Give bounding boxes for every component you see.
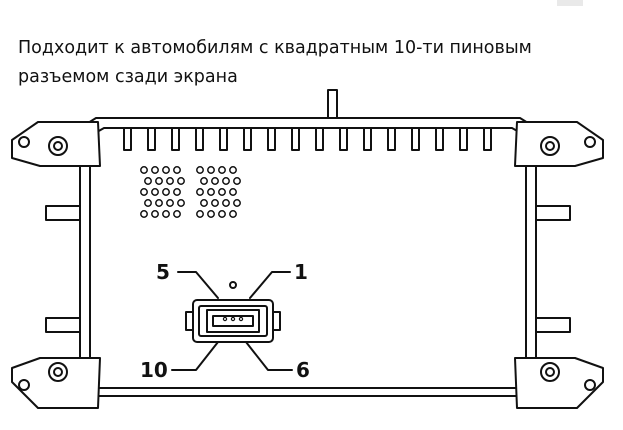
vent-hole [222,199,230,207]
vent-hole [151,210,159,218]
vent-hole [173,188,181,196]
vent-hole [218,166,226,174]
pin-label-1: 1 [294,260,308,284]
bracket-bottom-left [11,357,101,409]
vent-hole [200,177,208,185]
vent-hole [200,199,208,207]
cooling-fin [483,127,492,151]
vent-hole [218,210,226,218]
vent-hole [207,188,215,196]
vent-hole [166,199,174,207]
vent-hole [140,210,148,218]
housing-outline [79,117,537,397]
vent-hole [155,177,163,185]
vent-hole [211,177,219,185]
cooling-fin [339,127,348,151]
side-tab-right-lower [535,317,571,333]
vent-hole [144,199,152,207]
vent-hole [177,199,185,207]
cooling-fin [411,127,420,151]
pin-label-6: 6 [296,358,310,382]
vent-hole [196,210,204,218]
vent-hole [173,210,181,218]
vent-hole [151,166,159,174]
cooling-fin [171,127,180,151]
vent-hole [196,188,204,196]
connector-pin-dots [222,316,244,322]
vent-hole [222,177,230,185]
cooling-fin [363,127,372,151]
cooling-fin [435,127,444,151]
leader-line-1 [249,271,291,299]
cooling-fin [291,127,300,151]
vent-hole [173,166,181,174]
vent-hole [155,199,163,207]
caption-line-1: Подходит к автомобилям с квадратным 10-т… [18,38,532,58]
vent-hole [162,210,170,218]
vent-hole [162,188,170,196]
vent-hole [229,210,237,218]
vent-holes [140,166,241,218]
caption: Подходит к автомобилям с квадратным 10-т… [18,34,608,92]
vent-hole [207,166,215,174]
side-tab-left-upper [45,205,81,221]
cooling-fin [195,127,204,151]
vent-hole [140,166,148,174]
corner-mark [557,0,583,6]
leader-line-10 [171,341,219,371]
leader-line-6 [245,341,293,371]
vent-hole [233,199,241,207]
vent-hole [229,166,237,174]
bracket-bottom-right [514,357,604,409]
vent-hole [229,188,237,196]
side-tab-left-lower [45,317,81,333]
cooling-fin [387,127,396,151]
vent-hole [166,177,174,185]
cooling-fin [243,127,252,151]
cooling-fin [267,127,276,151]
cooling-fins [123,127,492,151]
vent-hole [151,188,159,196]
cooling-fin [219,127,228,151]
vent-hole [177,177,185,185]
pin-label-5: 5 [156,260,170,284]
pin-label-10: 10 [140,358,168,382]
vent-hole [196,166,204,174]
vent-hole [233,177,241,185]
vent-hole [207,210,215,218]
leader-line-5 [177,271,219,299]
top-pin [327,89,338,119]
vent-hole [144,177,152,185]
cooling-fin [123,127,132,151]
vent-hole [140,188,148,196]
bracket-top-left [11,121,101,167]
bracket-top-right [514,121,604,167]
cooling-fin [315,127,324,151]
cooling-fin [459,127,468,151]
vent-hole [211,199,219,207]
side-tab-right-upper [535,205,571,221]
vent-hole [162,166,170,174]
caption-line-2: разъемом сзади экрана [18,67,238,87]
cooling-fin [147,127,156,151]
vent-hole [218,188,226,196]
